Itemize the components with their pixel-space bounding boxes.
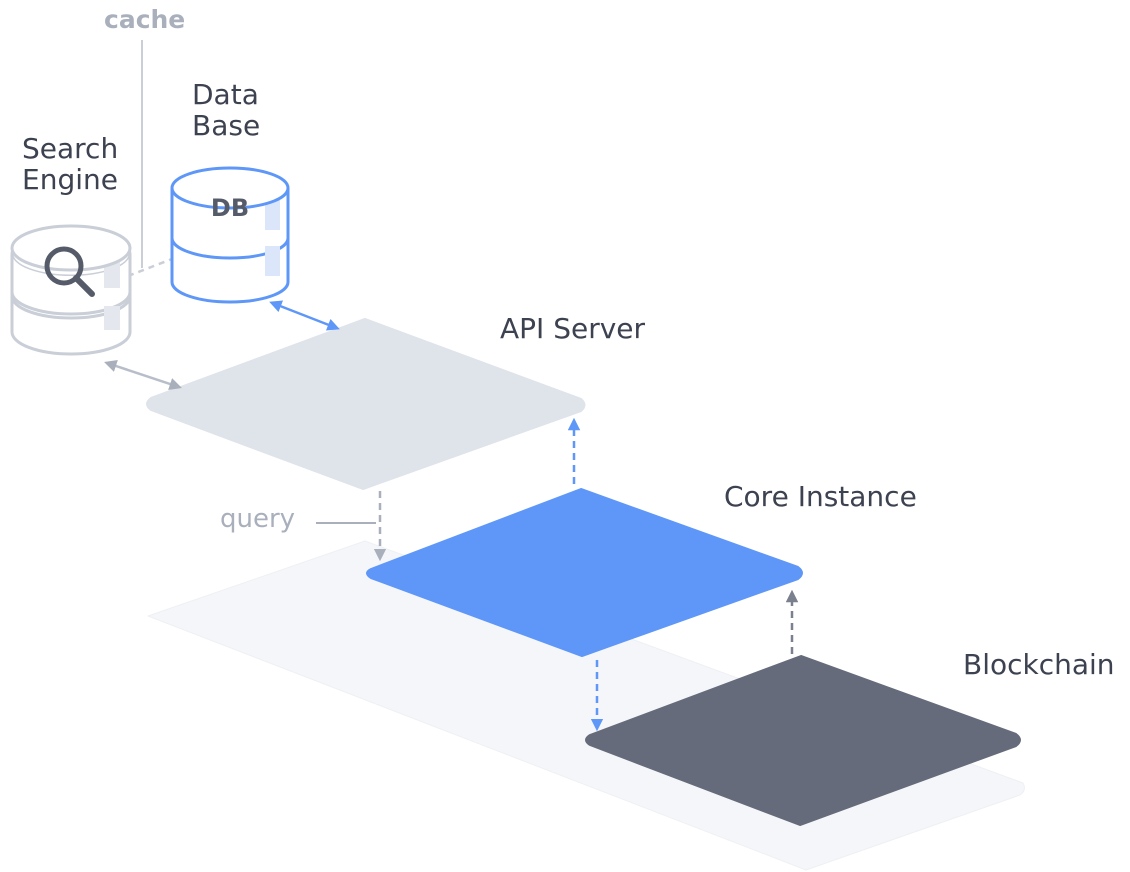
api-server-plane <box>146 318 586 490</box>
search-api-arrow <box>104 360 182 390</box>
cache-label: cache <box>104 5 186 34</box>
database-badge: DB <box>211 194 249 222</box>
api-server-label: API Server <box>500 312 646 345</box>
blockchain-label: Blockchain <box>963 648 1115 681</box>
core-instance-label: Core Instance <box>724 480 917 513</box>
database-label: Data Base <box>192 78 261 142</box>
database-cylinder <box>170 166 290 304</box>
blockchain-plane <box>585 655 1021 826</box>
search-engine-cylinder <box>10 224 132 356</box>
core-instance-plane <box>366 488 803 657</box>
query-label: query <box>220 504 296 534</box>
magnifier-icon <box>44 246 95 297</box>
db-api-arrow <box>269 300 340 331</box>
search-engine-label: Search Engine <box>22 132 119 196</box>
